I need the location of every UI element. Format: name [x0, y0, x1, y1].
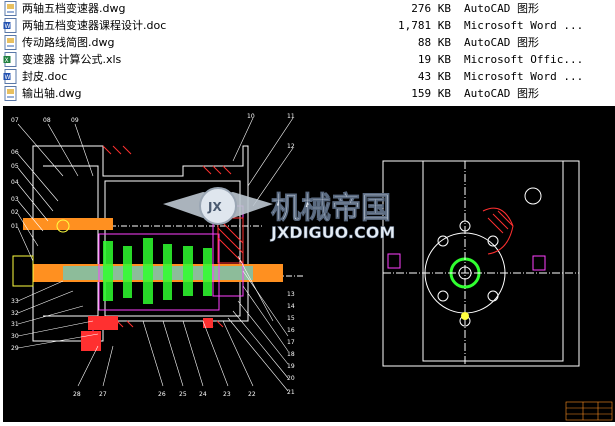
callout-label: 13 [287, 291, 295, 298]
callout-label: 06 [11, 149, 19, 156]
file-row[interactable]: X 变速器 计算公式.xls 19 KB Microsoft Offic... [0, 51, 615, 68]
callout-label: 02 [11, 209, 19, 216]
file-row[interactable]: 两轴五档变速器.dwg 276 KB AutoCAD 图形 [0, 0, 615, 17]
watermark-en: JXDIGUO.COM [270, 223, 395, 242]
file-name: 两轴五档变速器课程设计.doc [22, 19, 167, 32]
dwg-file-icon [4, 35, 17, 50]
watermark-logo: JX 机械帝国 JXDIGUO.COM [163, 187, 396, 242]
callout-label: 09 [71, 117, 79, 124]
file-size: 159 KB [411, 87, 451, 100]
callout-label: 10 [247, 113, 255, 120]
file-row[interactable]: 输出轴.dwg 159 KB AutoCAD 图形 [0, 85, 615, 102]
callout-label: 26 [158, 391, 166, 398]
file-type: AutoCAD 图形 [464, 87, 539, 100]
file-name: 封皮.doc [22, 70, 68, 83]
file-type: AutoCAD 图形 [464, 36, 539, 49]
gearbox-drawing: 07 08 09 06 05 04 03 02 01 33 32 31 30 2… [11, 113, 613, 421]
file-size: 19 KB [417, 53, 451, 66]
file-size: 276 KB [411, 2, 451, 15]
callout-label: 12 [287, 143, 295, 150]
file-type: Microsoft Word ... [464, 19, 584, 32]
callout-label: 04 [11, 179, 19, 186]
callout-label: 14 [287, 303, 295, 310]
callout-label: 01 [11, 223, 19, 230]
callout-label: 18 [287, 351, 295, 358]
dwg-file-icon [4, 1, 17, 16]
callout-label: 32 [11, 310, 19, 317]
dwg-file-icon [4, 86, 17, 101]
doc-file-icon: W [3, 18, 17, 33]
file-size: 88 KB [417, 36, 451, 49]
watermark-badge: JX [207, 200, 222, 214]
file-size: 1,781 KB [398, 19, 451, 32]
callout-label: 16 [287, 327, 295, 334]
cad-drawing-preview: 07 08 09 06 05 04 03 02 01 33 32 31 30 2… [3, 106, 615, 422]
callout-label: 17 [287, 339, 295, 346]
callout-label: 15 [287, 315, 295, 322]
callout-label: 05 [11, 163, 19, 170]
callout-label: 03 [11, 196, 19, 203]
watermark-cn: 机械帝国 [271, 191, 391, 226]
file-name: 输出轴.dwg [22, 87, 82, 100]
callout-label: 25 [179, 391, 187, 398]
file-type: Microsoft Offic... [464, 53, 584, 66]
callout-label: 31 [11, 321, 19, 328]
svg-text:W: W [5, 74, 11, 81]
callout-label: 24 [199, 391, 207, 398]
callout-label: 30 [11, 333, 19, 340]
file-name: 变速器 计算公式.xls [22, 53, 122, 66]
svg-text:X: X [5, 57, 9, 64]
callout-label: 33 [11, 298, 19, 305]
file-row[interactable]: 传动路线简图.dwg 88 KB AutoCAD 图形 [0, 34, 615, 51]
file-list: 两轴五档变速器.dwg 276 KB AutoCAD 图形 W 两轴五档变速器课… [0, 0, 615, 104]
file-row[interactable]: W 封皮.doc 43 KB Microsoft Word ... [0, 68, 615, 85]
callout-label: 21 [287, 389, 295, 396]
callout-label: 08 [43, 117, 51, 124]
file-name: 传动路线简图.dwg [22, 36, 115, 49]
file-name: 两轴五档变速器.dwg [22, 2, 126, 15]
callout-label: 20 [287, 375, 295, 382]
svg-text:W: W [5, 23, 11, 30]
file-size: 43 KB [417, 70, 451, 83]
file-type: AutoCAD 图形 [464, 2, 539, 15]
callout-label: 07 [11, 117, 19, 124]
xls-file-icon: X [3, 52, 17, 67]
callout-label: 29 [11, 345, 19, 352]
file-type: Microsoft Word ... [464, 70, 584, 83]
callout-label: 27 [99, 391, 107, 398]
callout-label: 22 [248, 391, 256, 398]
doc-file-icon: W [3, 69, 17, 84]
callout-label: 19 [287, 363, 295, 370]
callout-label: 28 [73, 391, 81, 398]
file-row[interactable]: W 两轴五档变速器课程设计.doc 1,781 KB Microsoft Wor… [0, 17, 615, 34]
callout-label: 23 [223, 391, 231, 398]
callout-label: 11 [287, 113, 295, 120]
